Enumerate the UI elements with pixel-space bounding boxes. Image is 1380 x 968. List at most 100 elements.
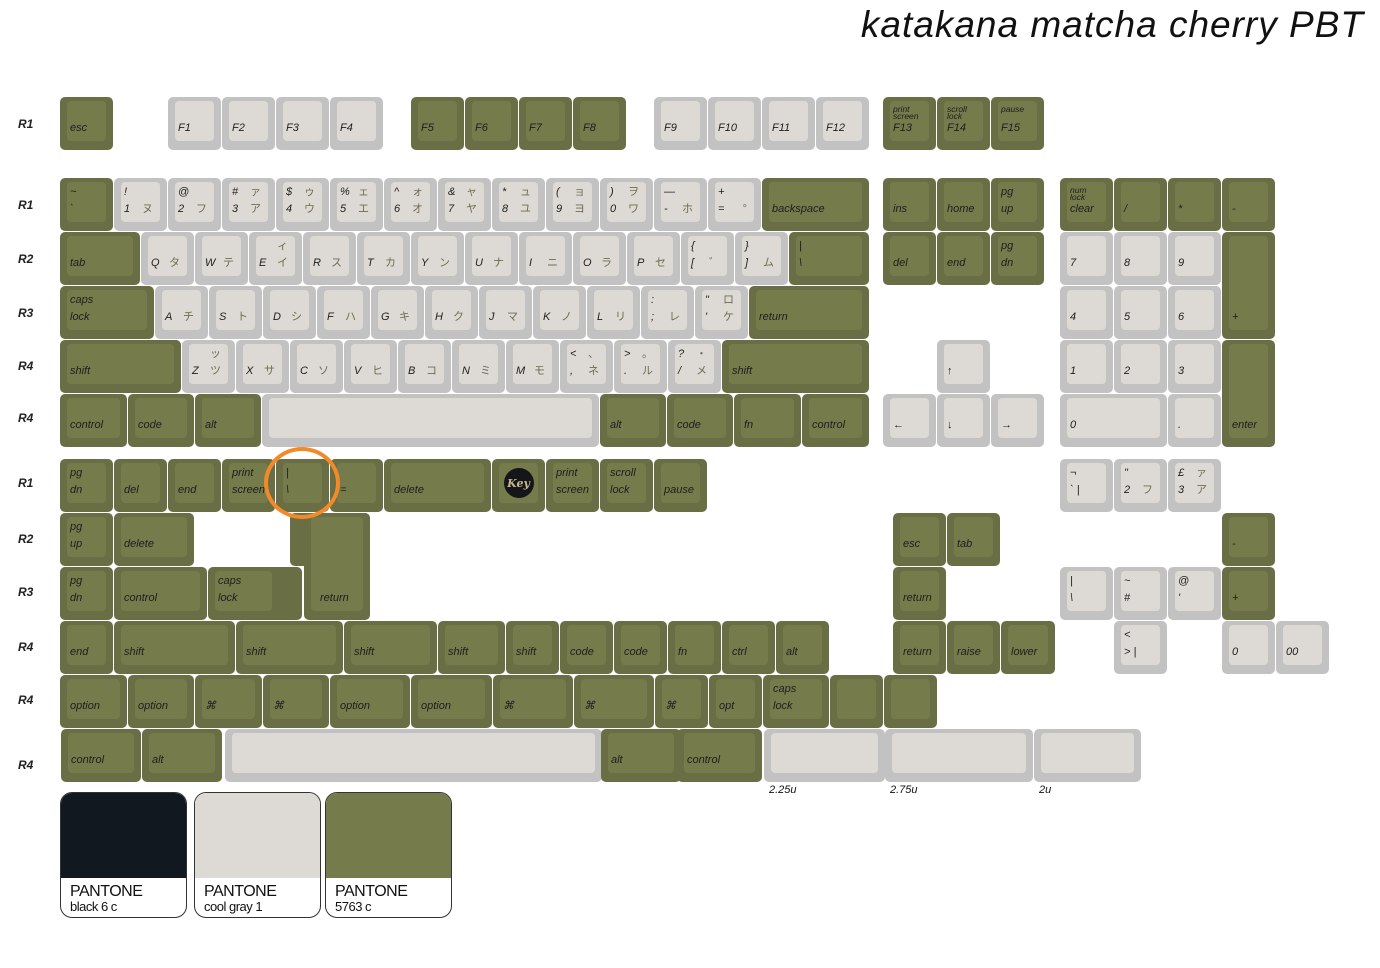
key-legend: end — [947, 257, 966, 269]
key-legend: \ — [799, 257, 803, 269]
keycap-top — [67, 517, 106, 557]
keycap-top — [783, 625, 822, 665]
key-legend: " — [705, 294, 709, 306]
keycap: return — [893, 567, 946, 620]
key-legend: X — [246, 365, 254, 377]
key-legend: キ — [399, 311, 410, 323]
key-legend: ヤ — [466, 203, 477, 215]
keycap-top — [900, 625, 939, 665]
key-legend: | — [799, 240, 802, 252]
key-legend: ~ — [1124, 575, 1131, 587]
key-legend: alt — [205, 419, 217, 431]
key-legend: ァ — [250, 186, 261, 198]
keycap: home — [937, 178, 990, 231]
key-legend: ュ — [520, 186, 531, 198]
keycap — [885, 729, 1033, 782]
row-label: R4 — [18, 640, 34, 654]
keycap-top — [944, 182, 983, 222]
keycap-top — [175, 101, 214, 141]
key-legend: return — [903, 592, 932, 604]
keycap: ins — [883, 178, 936, 231]
key-legend: lock — [70, 311, 90, 323]
keycap: ↓ — [937, 394, 990, 447]
keycap-top — [418, 101, 457, 141]
key-legend: D — [273, 311, 281, 323]
key-legend: → — [1001, 419, 1012, 431]
key-legend: - — [664, 203, 668, 215]
keycap: "ロ'ケ — [695, 286, 748, 339]
key-legend: shift — [124, 646, 145, 658]
keycap: ⌘ — [263, 675, 329, 728]
keycap-top — [890, 101, 929, 141]
keycap-top — [1067, 290, 1106, 330]
key-legend: , — [570, 365, 574, 377]
key-legend: esc — [70, 122, 88, 134]
keycap-top — [1008, 625, 1048, 665]
unit-size-label: 2.75u — [890, 784, 918, 796]
row-label: R1 — [18, 198, 34, 212]
key-legend: R — [313, 257, 321, 269]
keycap-top — [662, 679, 701, 719]
keycap-top — [364, 236, 403, 276]
key-legend: - — [1232, 538, 1236, 550]
key-legend: Z — [192, 365, 199, 377]
key-legend: delete — [124, 538, 154, 550]
keycap-top — [716, 679, 755, 719]
key-legend: tab — [70, 257, 86, 269]
keycap-top — [900, 517, 939, 557]
row-label: R4 — [18, 693, 34, 707]
key-legend: ⌘ — [205, 700, 216, 712]
keycap-top — [1229, 571, 1268, 611]
keycap: F10 — [708, 97, 761, 150]
key-legend: ツ — [210, 365, 221, 377]
keycap: option — [128, 675, 194, 728]
keycap-top — [67, 344, 174, 384]
key-legend: [ — [691, 257, 695, 269]
keycap: F3 — [276, 97, 329, 150]
key-legend: ! — [124, 186, 128, 198]
keycap-top — [634, 236, 673, 276]
key-legend: + — [1232, 592, 1239, 604]
key-legend: O — [583, 257, 592, 269]
keycap: tab — [947, 513, 1000, 566]
keycap-top — [553, 463, 592, 503]
key-legend: ラ — [601, 257, 612, 269]
keycap: |\ — [789, 232, 869, 285]
keycap: F6 — [465, 97, 518, 150]
keycap-top — [756, 290, 862, 330]
keycap-top — [1067, 571, 1106, 611]
keycap: end — [168, 459, 221, 512]
key-legend: H — [435, 311, 443, 323]
key-legend: lock — [773, 700, 793, 712]
keycap: 0 — [1222, 621, 1275, 674]
key-legend: ロ — [723, 294, 734, 306]
key-legend: フ — [1142, 484, 1153, 496]
keycap-top — [135, 679, 187, 719]
keycap: alt — [601, 729, 681, 782]
key-legend: print — [232, 467, 254, 479]
keycap-top — [607, 398, 659, 438]
key-legend: opt — [719, 700, 735, 712]
keycap: 2 — [1114, 340, 1167, 393]
key-legend: ケ — [723, 311, 734, 323]
keycap-top — [1067, 236, 1106, 276]
key-legend: 9 — [1178, 257, 1185, 269]
key-legend: ノ — [561, 311, 572, 323]
keycap: shift — [236, 621, 343, 674]
keycap: option — [330, 675, 410, 728]
key-legend: ィ — [277, 240, 288, 252]
key-legend: * — [502, 186, 507, 198]
key-legend: ア — [1196, 484, 1207, 496]
row-label: R3 — [18, 306, 34, 320]
keycap-top — [1067, 344, 1106, 384]
